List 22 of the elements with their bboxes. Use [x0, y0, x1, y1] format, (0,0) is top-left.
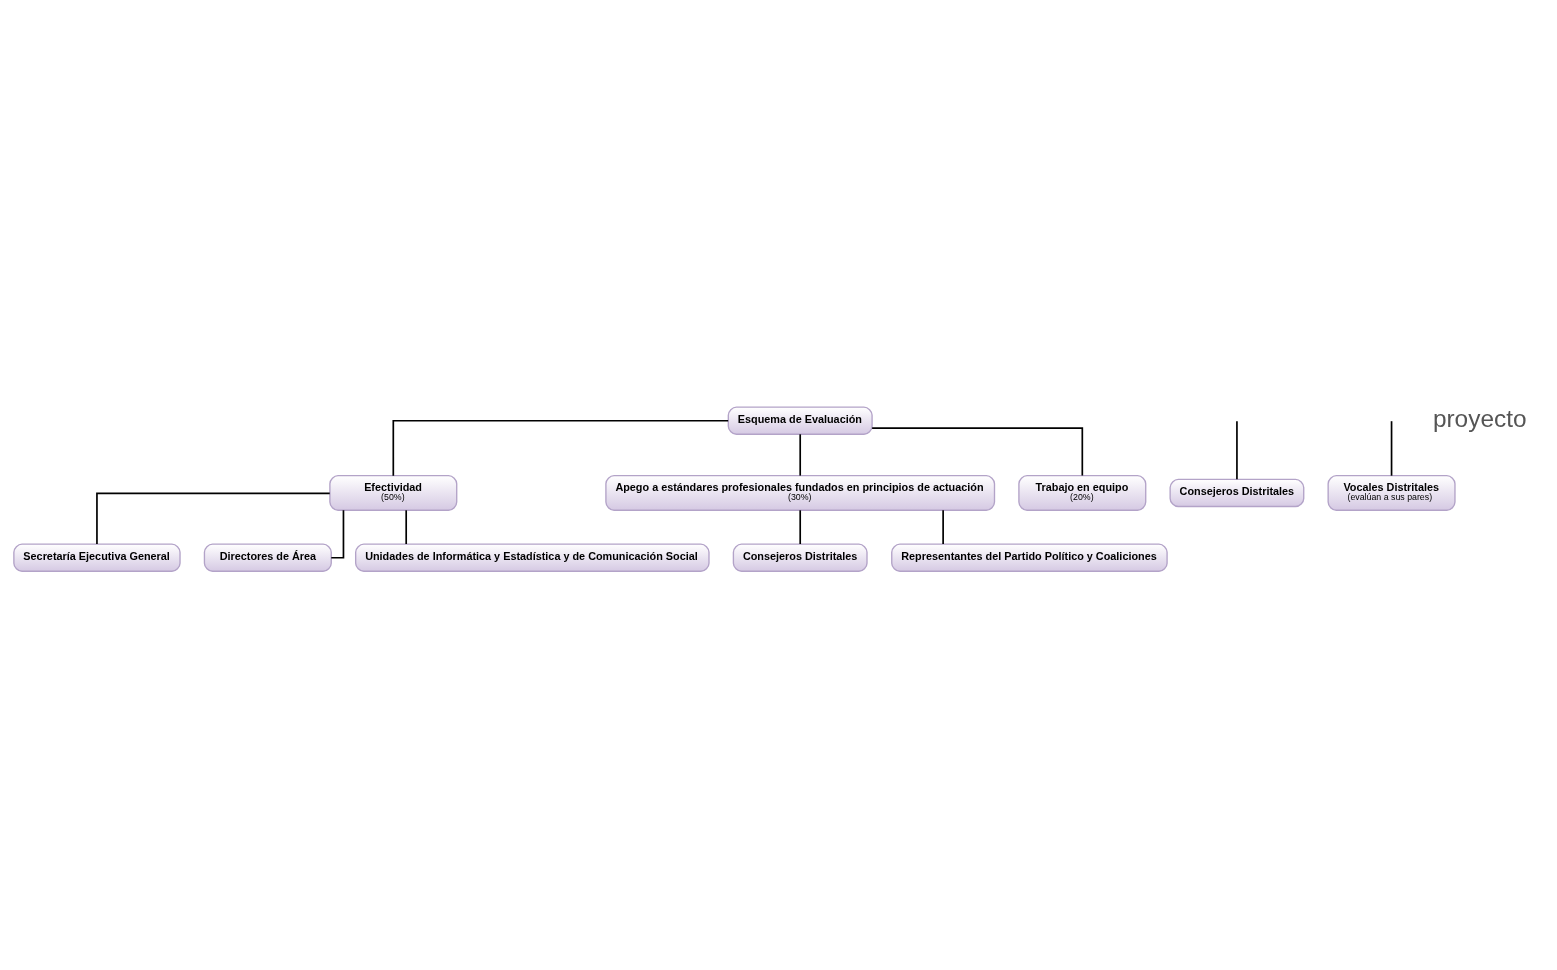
connector: [1390, 419, 1393, 476]
node-box: Consejeros Distritales: [732, 543, 868, 572]
connector: [96, 491, 331, 545]
label: proyecto: [1432, 404, 1527, 432]
node-box: Directores de Área: [203, 543, 332, 572]
node-box: Apego a estándares profesionales fundados en principios de actuación (30%): [605, 474, 996, 511]
node-box: Consejeros Distritales: [1169, 478, 1305, 507]
node-box: Trabajo en equipo (20%): [1018, 474, 1147, 511]
connector: [871, 426, 1084, 476]
node-box: Esquema de Evaluación: [727, 406, 873, 435]
connector: [1236, 419, 1238, 480]
node-box: Representantes del Partido Político y Coaliciones: [891, 543, 1168, 572]
connector: [799, 508, 802, 545]
node-box: Unidades de Informática y Estadística y de Comunicación Social: [355, 543, 710, 572]
connector: [392, 419, 729, 476]
node-box: Vocales Distritales (evalúan a sus pares): [1327, 474, 1456, 511]
connector: [330, 508, 345, 559]
node-box: Secretaría Ejecutiva General: [13, 543, 181, 572]
connector: [942, 508, 944, 545]
connector: [405, 508, 408, 545]
node-box: Efectividad (50%): [329, 474, 458, 511]
connector: [799, 432, 802, 476]
